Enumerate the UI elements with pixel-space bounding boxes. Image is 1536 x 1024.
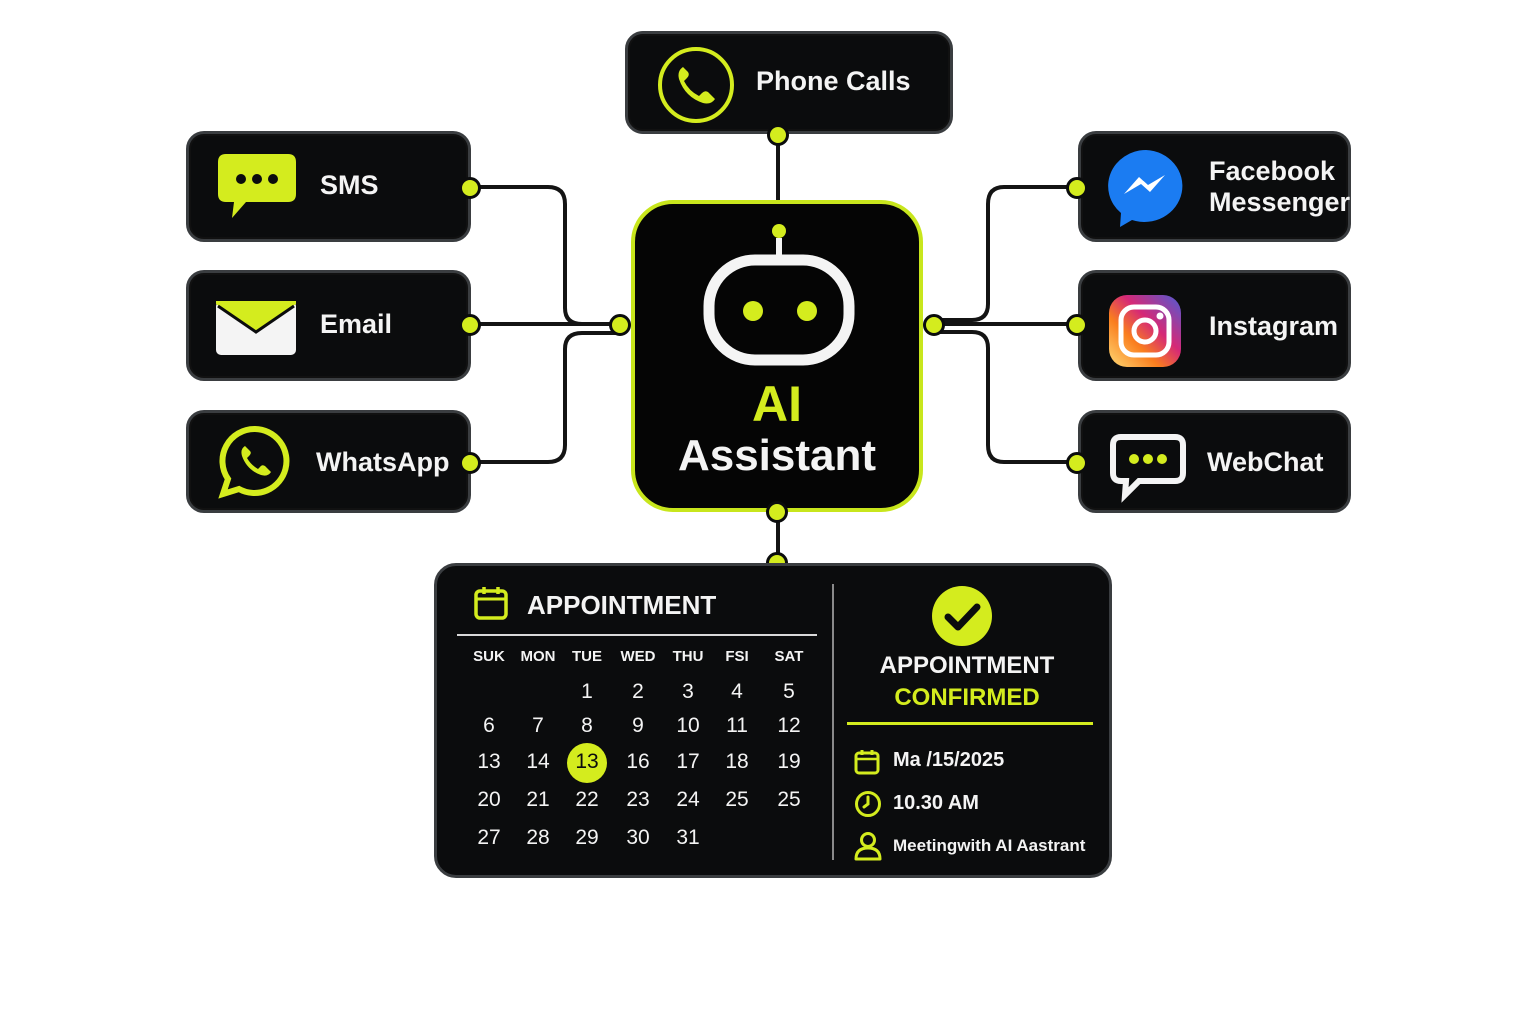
whatsapp-label: WhatsApp <box>316 447 450 477</box>
weekday-header: SUK <box>473 648 505 665</box>
confirm-line1: APPOINTMENT <box>879 652 1055 679</box>
calendar-divider <box>457 634 817 636</box>
instagram-card[interactable]: Instagram <box>1078 270 1351 381</box>
sms-port <box>459 177 481 199</box>
weekday-header: MON <box>520 648 556 665</box>
selected-day-highlight <box>567 743 607 783</box>
phone-calls-label: Phone Calls <box>756 66 911 96</box>
messenger-label-line1: Facebook <box>1209 156 1336 186</box>
hub-port-right <box>923 314 945 336</box>
calendar-day[interactable]: 12 <box>777 714 801 737</box>
webchat-bubble-icon <box>1109 433 1187 503</box>
hub-port-bottom <box>766 501 788 523</box>
weekday-header: FSI <box>725 648 749 665</box>
wire-sms <box>470 185 620 326</box>
messenger-card[interactable]: Facebook Messenger <box>1078 131 1351 242</box>
email-label: Email <box>320 309 393 339</box>
calendar-day[interactable]: 14 <box>526 750 550 773</box>
wire-messenger <box>934 185 1077 322</box>
calendar-day[interactable]: 28 <box>526 826 550 849</box>
calendar-day[interactable]: 17 <box>676 750 700 773</box>
sms-bubble-icon <box>216 152 298 224</box>
calendar-day[interactable]: 7 <box>532 714 544 737</box>
calendar-icon <box>473 586 509 620</box>
instagram-label: Instagram <box>1209 311 1339 341</box>
phone-calls-card[interactable]: Phone Calls <box>625 31 953 134</box>
robot-icon <box>699 218 859 368</box>
wire-whatsapp <box>470 331 620 464</box>
calendar-day[interactable]: 16 <box>626 750 650 773</box>
appointment-date: Ma /15/2025 <box>893 749 1005 771</box>
whatsapp-card[interactable]: WhatsApp <box>186 410 471 513</box>
check-circle-icon <box>930 584 994 648</box>
calendar-day[interactable]: 19 <box>777 750 801 773</box>
appointment-meeting: Meetingwith AI Aastrant <box>893 836 1086 855</box>
confirm-line2: CONFIRMED <box>894 684 1040 711</box>
ai-assistant-hub[interactable]: AI Assistant <box>631 200 923 512</box>
weekday-header: SAT <box>774 648 804 665</box>
calendar-day[interactable]: 1 <box>581 680 593 703</box>
webchat-label: WebChat <box>1207 447 1324 477</box>
phone-port <box>767 124 789 146</box>
calendar-day[interactable]: 25 <box>777 788 801 811</box>
calendar-day-selected[interactable]: 13 <box>575 750 599 773</box>
calendar-day[interactable]: 27 <box>477 826 501 849</box>
instagram-icon <box>1107 293 1183 369</box>
weekday-header: TUE <box>572 648 602 665</box>
calendar-day[interactable]: 20 <box>477 788 501 811</box>
instagram-port <box>1066 314 1088 336</box>
calendar-day[interactable]: 6 <box>483 714 495 737</box>
calendar-day[interactable]: 25 <box>725 788 749 811</box>
whatsapp-icon <box>217 424 293 500</box>
hub-title-line2: Assistant <box>677 431 877 480</box>
calendar-day[interactable]: 24 <box>676 788 700 811</box>
sms-card[interactable]: SMS <box>186 131 471 242</box>
appointment-title: APPOINTMENT <box>527 590 717 620</box>
appointment-time: 10.30 AM <box>893 792 979 814</box>
calendar-day[interactable]: 9 <box>632 714 644 737</box>
calendar-day[interactable]: 10 <box>676 714 700 737</box>
clock-icon <box>854 790 882 818</box>
calendar-day[interactable]: 11 <box>726 714 748 737</box>
calendar-day[interactable]: 13 <box>477 750 501 773</box>
messenger-icon <box>1106 148 1186 228</box>
calendar-day[interactable]: 29 <box>575 826 599 849</box>
calendar-day[interactable]: 23 <box>626 788 650 811</box>
calendar-day[interactable]: 30 <box>626 826 650 849</box>
calendar-day[interactable]: 5 <box>783 680 795 703</box>
calendar-day[interactable]: 2 <box>632 680 644 703</box>
weekday-header: THU <box>672 648 704 665</box>
messenger-label-line2: Messenger <box>1209 187 1351 217</box>
calendar-day[interactable]: 21 <box>526 788 550 811</box>
person-icon <box>853 831 883 861</box>
hub-title-line1: AI <box>752 376 802 432</box>
webchat-port <box>1066 452 1088 474</box>
panel-divider <box>832 584 834 860</box>
envelope-icon <box>215 300 297 356</box>
hub-port-left <box>609 314 631 336</box>
email-port <box>459 314 481 336</box>
messenger-port <box>1066 177 1088 199</box>
sms-label: SMS <box>320 170 379 200</box>
calendar-day[interactable]: 22 <box>575 788 599 811</box>
calendar-day[interactable]: 31 <box>676 826 700 849</box>
weekday-header: WED <box>620 648 656 665</box>
calendar-day[interactable]: 4 <box>731 680 743 703</box>
whatsapp-port <box>459 452 481 474</box>
calendar-day[interactable]: 18 <box>725 750 749 773</box>
confirm-underline <box>847 722 1093 725</box>
email-card[interactable]: Email <box>186 270 471 381</box>
webchat-card[interactable]: WebChat <box>1078 410 1351 513</box>
wire-webchat <box>934 330 1077 464</box>
date-icon <box>854 749 880 775</box>
phone-icon <box>656 45 736 125</box>
calendar-day[interactable]: 3 <box>682 680 694 703</box>
calendar-day[interactable]: 8 <box>581 714 593 737</box>
